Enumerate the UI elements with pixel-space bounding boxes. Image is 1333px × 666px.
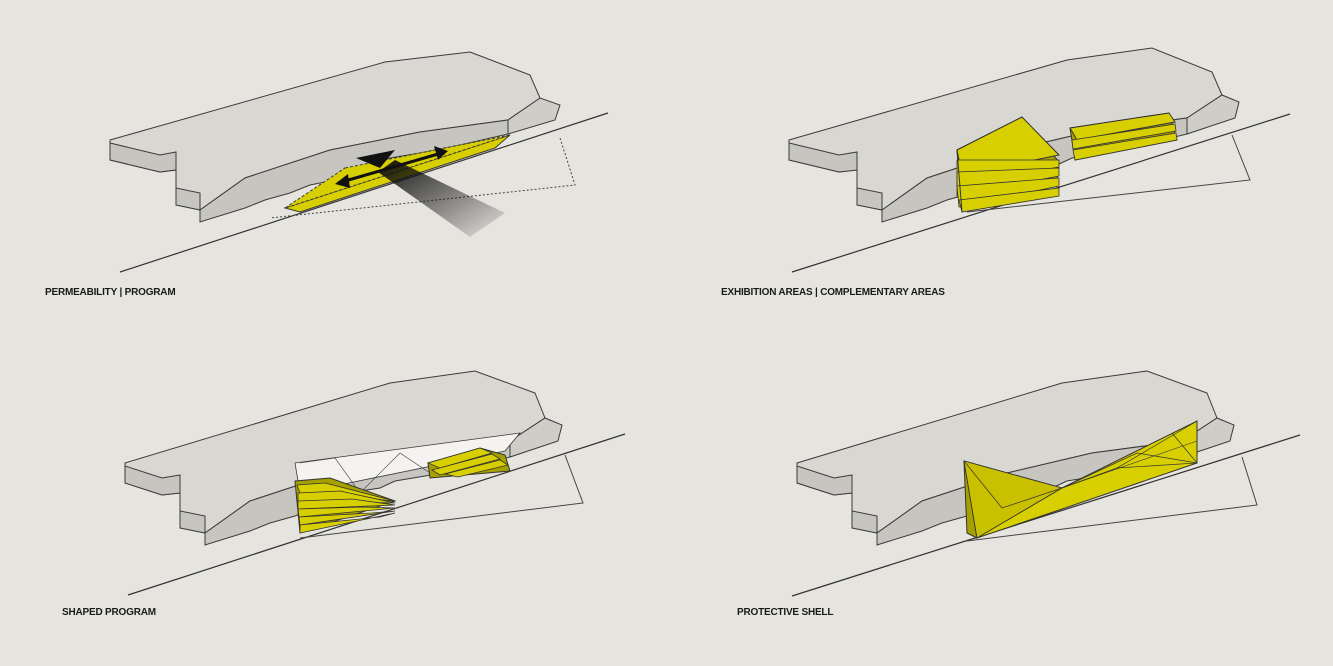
permeability-arrows-icon	[335, 146, 505, 237]
site-outline	[966, 456, 1258, 542]
shaped-terraces-icon	[294, 447, 511, 534]
panel-shaped-program: SHAPED PROGRAM	[0, 333, 666, 666]
panel-permeability-program: PERMEABILITY | PROGRAM	[0, 0, 666, 333]
exhibition-diagram	[788, 47, 1291, 273]
panel-caption: PERMEABILITY | PROGRAM	[45, 287, 176, 298]
street-line	[127, 433, 626, 596]
site-outline	[966, 134, 1251, 213]
panel-exhibition-areas: EXHIBITION AREAS | COMPLEMENTARY AREAS	[667, 0, 1333, 333]
site-outline	[299, 454, 584, 539]
panel-caption: PROTECTIVE SHELL	[737, 607, 834, 618]
panel-protective-shell: PROTECTIVE SHELL	[667, 333, 1333, 666]
stacked-floors-icon	[956, 112, 1178, 213]
building-block	[109, 51, 561, 223]
permeability-diagram	[109, 51, 609, 273]
protective-shell-diagram	[791, 370, 1301, 597]
panel-caption: EXHIBITION AREAS | COMPLEMENTARY AREAS	[721, 287, 945, 298]
shaped-program-diagram	[124, 370, 626, 596]
street-line	[791, 434, 1301, 597]
site-outline	[269, 137, 576, 219]
folded-shell-icon	[963, 420, 1198, 539]
panel-caption: SHAPED PROGRAM	[62, 607, 156, 618]
street-line	[119, 112, 609, 273]
